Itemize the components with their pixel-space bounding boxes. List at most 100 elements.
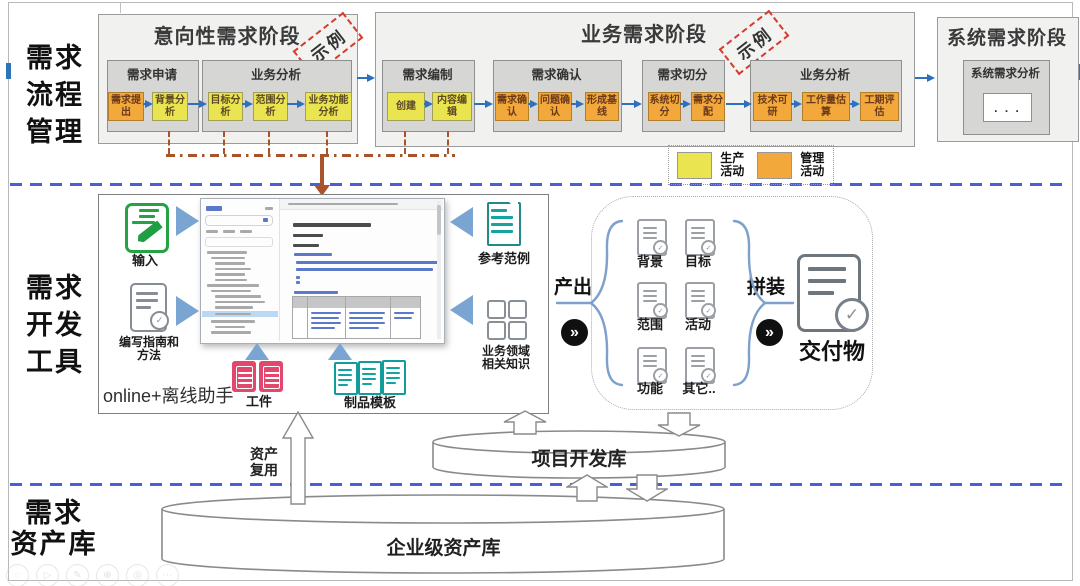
connector-bus	[166, 154, 455, 157]
knowledge-label: 业务领域相关知识	[481, 344, 530, 371]
enterprise-db-label: 企业级资产库	[386, 538, 501, 559]
flow-arrow	[188, 99, 207, 108]
connector-drop	[404, 131, 406, 154]
input-document-pencil-icon	[123, 201, 169, 253]
section-label-repos: 需求 资产库	[2, 498, 106, 560]
arrow-down-outline	[626, 474, 668, 502]
section-label-line: 资产库	[10, 529, 98, 560]
section-label-line: 开发	[26, 310, 84, 341]
double-chevron-icon: »	[756, 319, 783, 346]
legend-label: 管理活动	[800, 151, 825, 178]
watermark-icon: ⋯	[156, 564, 179, 586]
arrow-up-outline	[566, 474, 608, 502]
project-db-label: 项目开发库	[531, 449, 627, 470]
section-label-line: 管理	[26, 117, 84, 148]
flow-step: 内容编辑	[432, 92, 472, 121]
deliverable-label: 交付物	[798, 339, 865, 364]
knowledge-grid-icon	[487, 300, 527, 342]
group-title: 需求申请	[126, 68, 177, 82]
flow-arrow	[726, 99, 752, 108]
editor-content	[280, 199, 443, 341]
arrow-left-icon	[450, 207, 473, 237]
flow-arrow	[791, 99, 802, 108]
top-edge-tick	[120, 2, 121, 13]
input-label: 输入	[131, 253, 158, 268]
arrow-up-icon	[245, 343, 269, 360]
connector-main-arrow	[320, 156, 324, 186]
guide-document-check-icon: ✓	[130, 283, 169, 333]
flow-arrow	[528, 99, 538, 108]
phase-arrow	[357, 73, 375, 82]
watermark-icon: ⊕	[96, 564, 119, 586]
watermark-icon: ◌	[6, 564, 29, 586]
arrow-up-outline	[503, 410, 547, 435]
template-label: 制品模板	[343, 395, 396, 410]
section-label-tools: 需求 开发 工具	[14, 270, 96, 381]
part-doc-icon: ✓	[685, 347, 716, 384]
flow-step: 系统切分	[648, 92, 681, 121]
editor-search-input	[205, 215, 273, 226]
section-label-line: 需求	[26, 273, 84, 304]
phase-title: 业务需求阶段	[581, 24, 707, 46]
part-label: 功能	[636, 381, 663, 396]
template-docs-icon	[334, 360, 406, 395]
legend-swatch-management	[757, 151, 793, 179]
asset-reuse-arrow	[282, 411, 314, 505]
part-label: 范围	[636, 317, 663, 332]
phase-title: 系统需求阶段	[946, 28, 1067, 49]
flow-arrow	[622, 99, 642, 108]
connector-main-arrowhead	[314, 185, 330, 196]
flow-step: 目标分析	[208, 92, 243, 121]
section-label-line: 需求	[26, 43, 84, 74]
flow-step: 技术可研	[753, 92, 792, 121]
section-label-line: 流程	[26, 80, 84, 111]
part-label: 活动	[684, 317, 711, 332]
part-doc-icon: ✓	[637, 282, 668, 319]
double-chevron-icon: »	[561, 319, 588, 346]
phase-arrow	[915, 73, 935, 82]
flow-step: 问题确认	[538, 92, 572, 121]
editor-scrollbar	[437, 201, 441, 339]
group-title: 需求切分	[657, 68, 708, 82]
flow-step: 形成基线	[585, 92, 619, 121]
phase-title: 意向性需求阶段	[153, 26, 301, 48]
separator-tools-repos	[10, 483, 1070, 486]
arrow-right-icon	[176, 206, 199, 236]
flow-step: 工作量估算	[802, 92, 850, 121]
part-doc-icon: ✓	[685, 219, 716, 256]
artifact-label: 工件	[245, 394, 272, 409]
flow-step: 需求提出	[108, 92, 144, 121]
connector-drop	[326, 131, 328, 154]
flow-arrow	[474, 99, 493, 108]
arrow-left-icon	[450, 295, 473, 325]
output-label: 产出	[554, 277, 593, 298]
left-edge-marker	[6, 63, 11, 79]
part-label: 背景	[636, 254, 663, 269]
deliverable-doc-icon: ✓	[797, 254, 869, 338]
ellipsis-box: . . .	[983, 93, 1032, 122]
part-doc-icon: ✓	[685, 282, 716, 319]
group-title: 需求确认	[531, 68, 582, 82]
arrow-right-icon	[176, 296, 199, 326]
editor-table	[292, 296, 421, 339]
arrow-up-icon	[328, 343, 352, 360]
flow-step: 业务功能分析	[305, 92, 352, 121]
artifact-icon	[232, 361, 286, 393]
group-title: 业务分析	[250, 68, 301, 82]
flow-step: 背景分析	[152, 92, 188, 121]
flow-arrow	[571, 99, 584, 108]
legend: 生产活动 管理活动	[668, 145, 834, 185]
group-title: 系统需求分析	[971, 68, 1040, 80]
part-doc-icon: ✓	[637, 347, 668, 384]
brace-curves	[555, 219, 795, 387]
project-db-cylinder	[432, 430, 726, 479]
connector-drop	[268, 131, 270, 154]
flow-arrow	[424, 99, 433, 108]
flow-step: 创建	[387, 92, 425, 121]
watermark-toolbar: ◌ ▷ ✎ ⊕ ◎ ⋯	[6, 564, 179, 586]
guide-label: 编写指南和方法	[118, 335, 179, 362]
flow-step: 范围分析	[253, 92, 288, 121]
group-title: 业务分析	[799, 68, 850, 82]
watermark-icon: ✎	[66, 564, 89, 586]
